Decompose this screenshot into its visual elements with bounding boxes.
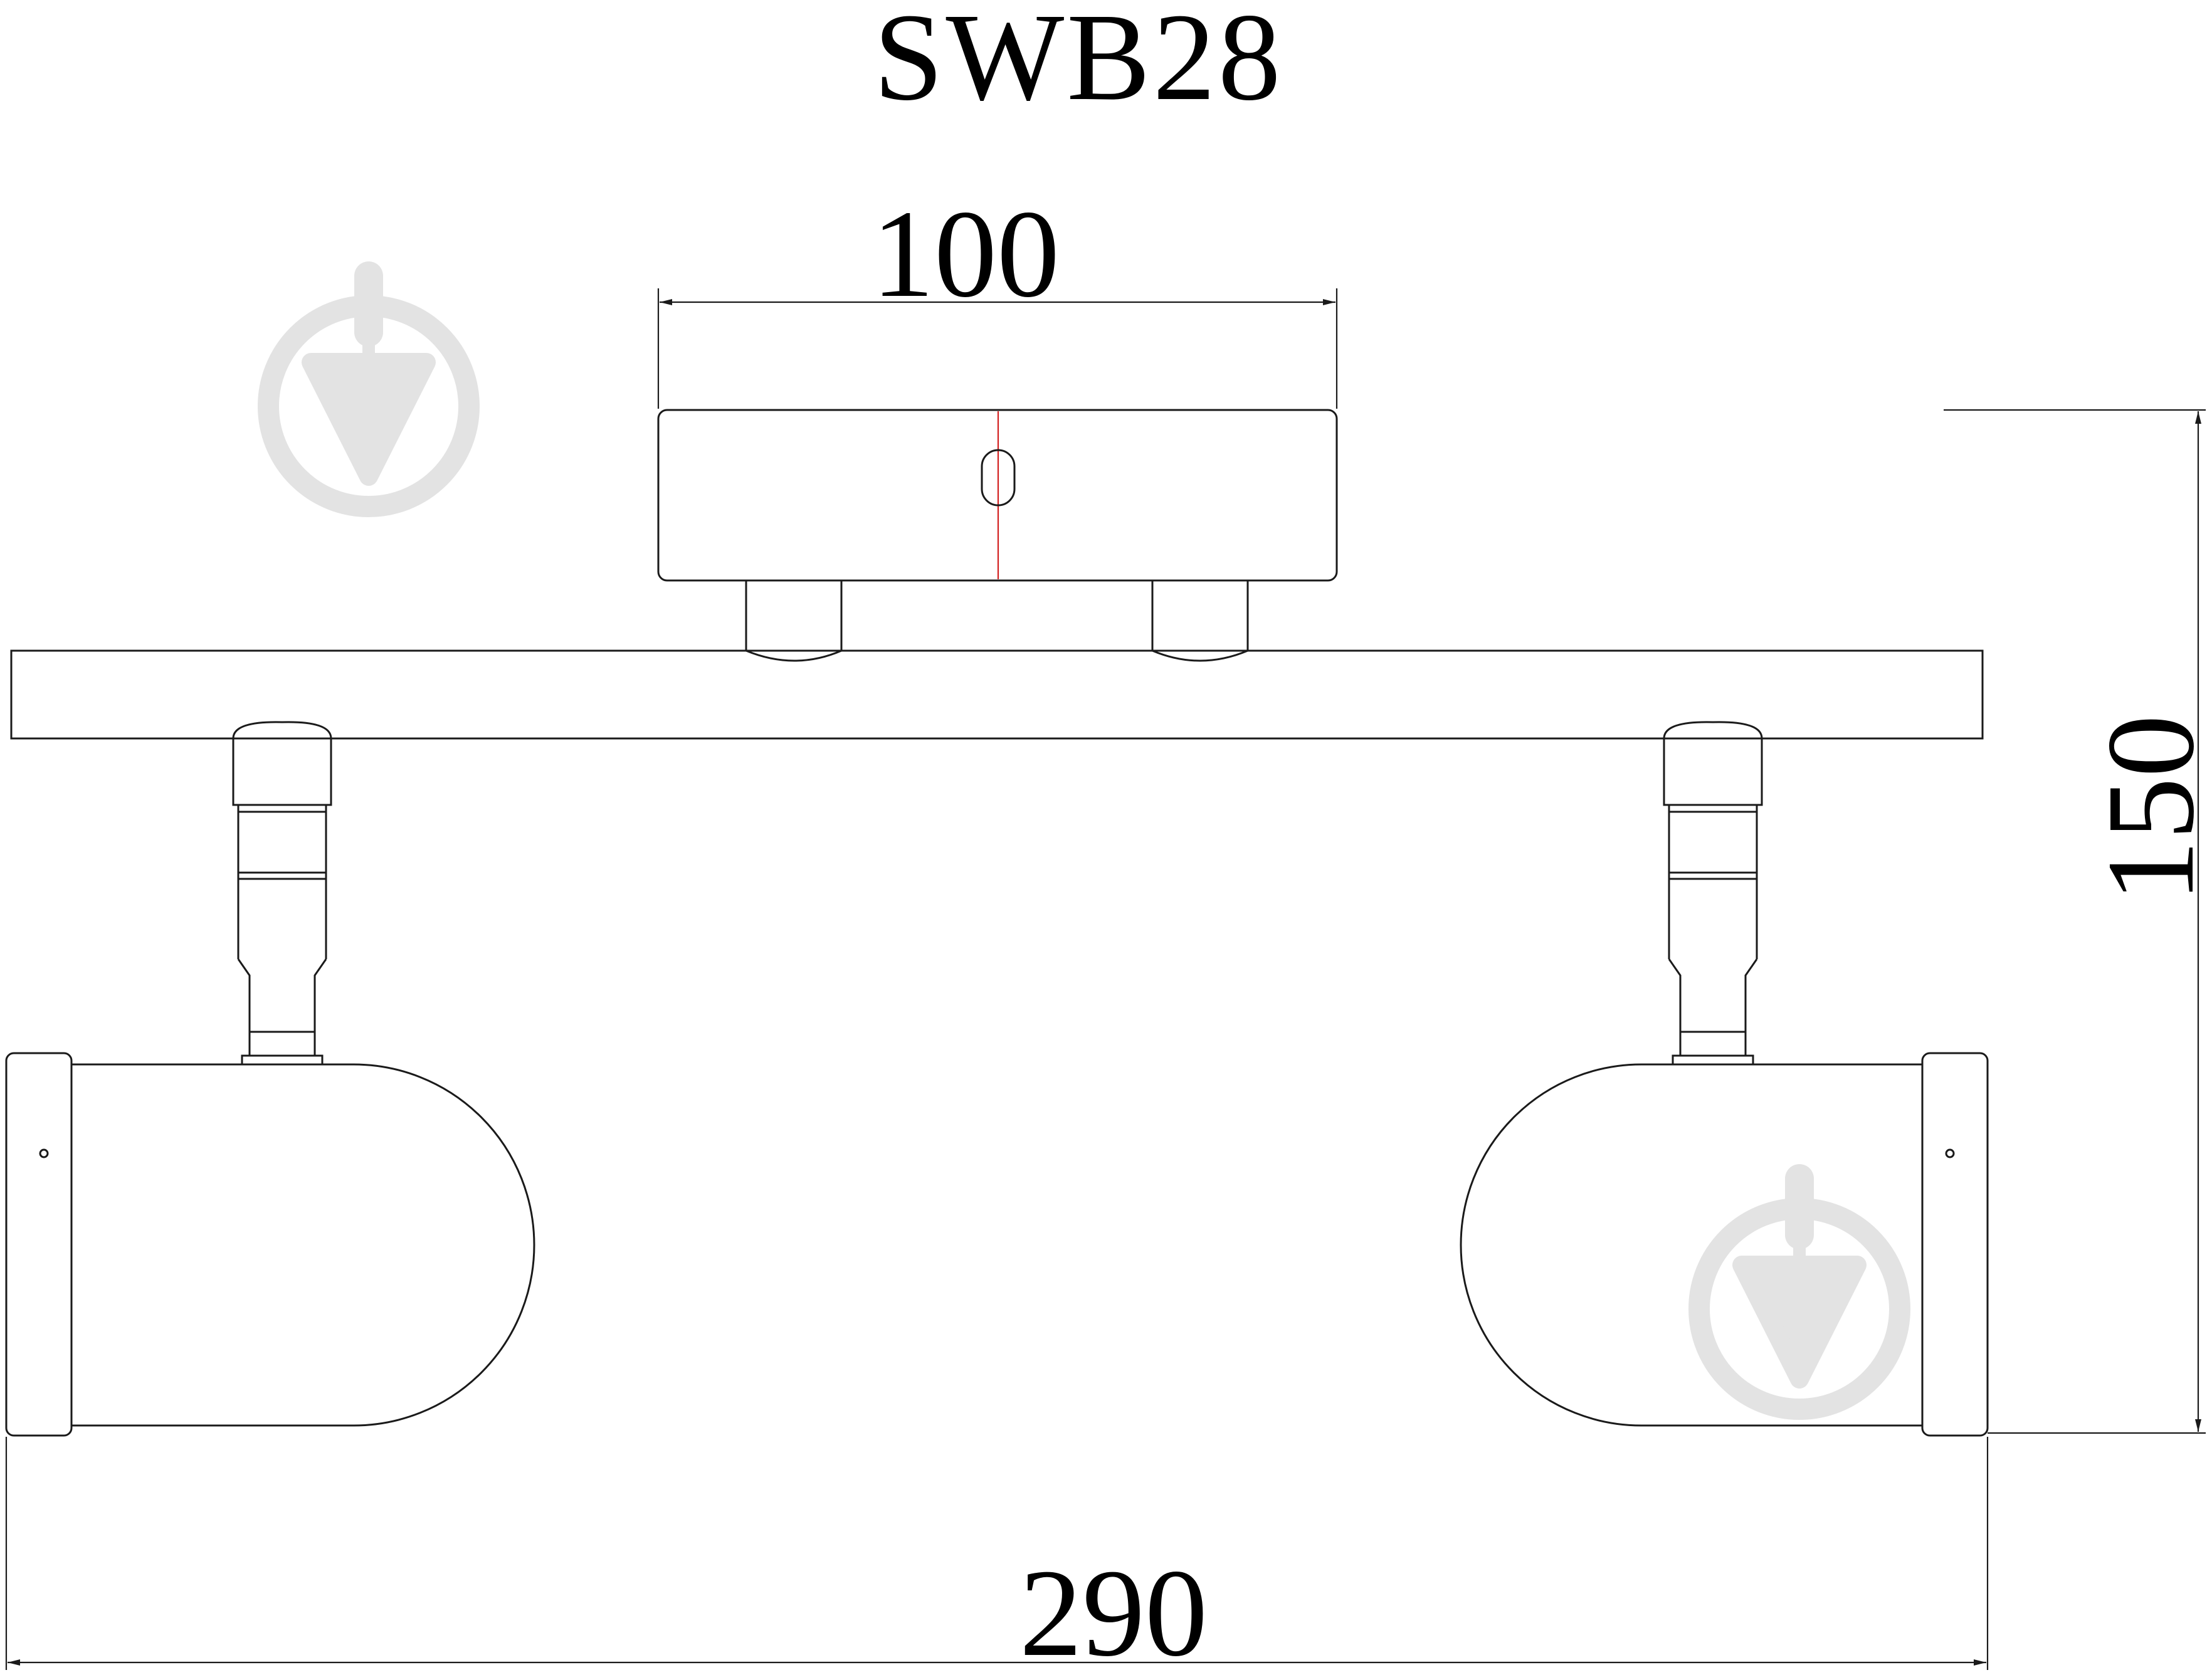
swivel-arm-left bbox=[232, 721, 332, 1066]
dimension-mount-width: 100 bbox=[657, 185, 1338, 409]
spotlight-head-right bbox=[1460, 1052, 1989, 1437]
screw-icon bbox=[39, 1148, 49, 1158]
plate-connector-right bbox=[1151, 580, 1249, 662]
swivel-arm-right bbox=[1663, 721, 1763, 1066]
watermark-bottom-right-icon bbox=[1688, 1164, 1910, 1420]
dimension-mount-width-label: 100 bbox=[872, 185, 1060, 323]
horizontal-bar bbox=[10, 649, 1984, 740]
screw-icon bbox=[1945, 1148, 1955, 1158]
mounting-plate bbox=[657, 409, 1338, 582]
watermark-top-left-icon bbox=[258, 261, 480, 517]
dimension-total-length-label: 290 bbox=[1019, 1544, 1208, 1675]
mounting-slot bbox=[981, 449, 1016, 507]
plate-connector-left bbox=[745, 580, 843, 662]
dimension-height-label: 150 bbox=[2082, 715, 2212, 903]
model-title: SWB28 bbox=[873, 0, 1283, 127]
dimension-total-length: 290 bbox=[5, 1437, 1989, 1675]
dimension-height: 150 bbox=[1944, 409, 2212, 1434]
spotlight-head-left bbox=[5, 1052, 535, 1437]
